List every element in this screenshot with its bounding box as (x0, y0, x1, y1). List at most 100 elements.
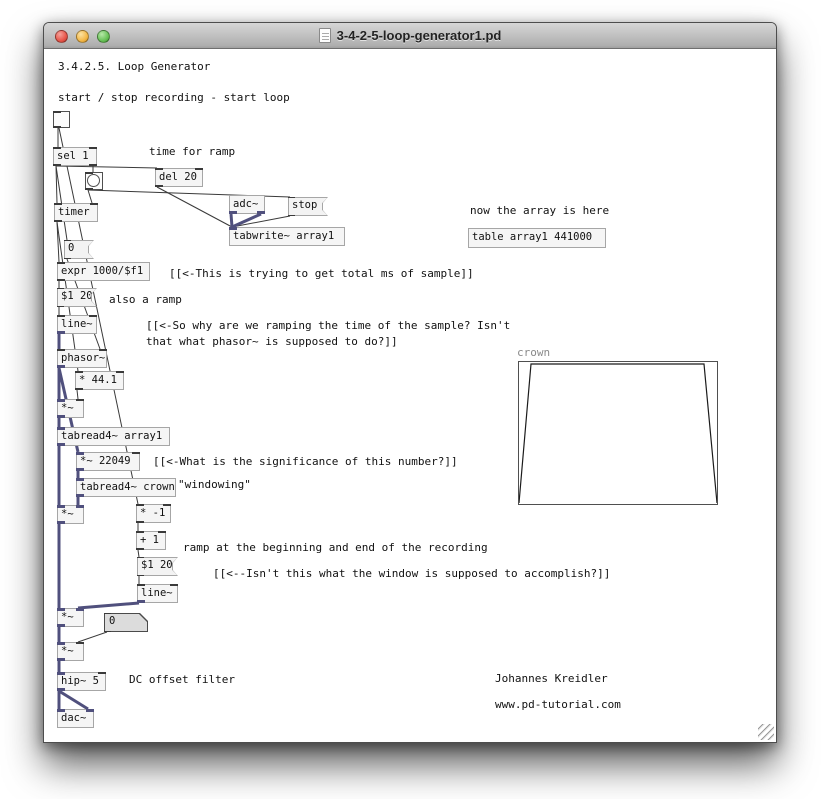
crown-graph-label: crown (517, 346, 551, 359)
start-stop-comment: start / stop recording - start loop (58, 91, 290, 104)
time-for-ramp-comment: time for ramp (149, 145, 236, 158)
dc-offset-comment: DC offset filter (129, 673, 235, 686)
patch-title-comment: 3.4.2.5. Loop Generator (58, 60, 211, 73)
inlet (53, 147, 61, 149)
patch-world: 3.4.2.5. Loop Generator start / stop reco… (44, 50, 776, 742)
inlet-signal (76, 452, 84, 455)
inlet (287, 196, 295, 198)
sig-mul-window: *~ (57, 505, 84, 524)
traffic-lights (44, 23, 110, 49)
outlet (85, 188, 93, 190)
outlet-signal (57, 443, 65, 446)
outlet (136, 548, 144, 550)
tabwrite-object: tabwrite~ array1 (229, 227, 345, 246)
inlet (170, 584, 178, 586)
outlet-signal (57, 658, 65, 661)
inlet (57, 349, 65, 351)
plus-1-object: + 1 (136, 531, 166, 550)
timer-object: timer (54, 203, 98, 222)
inlet (56, 287, 64, 289)
inlet-signal (57, 709, 65, 712)
volume-number-box[interactable]: 0 (104, 613, 148, 632)
message-cord (55, 165, 58, 204)
inlet (155, 168, 163, 170)
patch-canvas[interactable]: 3.4.2.5. Loop Generator start / stop reco… (44, 50, 776, 742)
inlet-signal (57, 672, 65, 675)
phasor-object: phasor~ (57, 349, 107, 368)
hip-object: hip~ 5 (57, 672, 106, 691)
outlet-signal (257, 211, 265, 214)
dac-object: dac~ (57, 709, 94, 728)
outlet (53, 126, 61, 128)
outlet (75, 388, 83, 390)
outlet-signal (229, 211, 237, 214)
inlet (57, 262, 65, 264)
author-comment: Johannes Kreidler (495, 672, 608, 685)
significance-comment: [[<-What is the significance of this num… (153, 455, 458, 468)
inlet (137, 584, 145, 586)
outlet (53, 164, 61, 166)
table-object: table array1 441000 (468, 228, 606, 248)
outlet-signal (57, 624, 65, 627)
inlet (76, 642, 84, 644)
inlet (54, 203, 62, 205)
message-cord (87, 189, 93, 204)
outlet-signal (76, 468, 84, 471)
line-object-2: line~ (137, 584, 178, 603)
resize-grip[interactable] (758, 724, 774, 740)
record-toggle[interactable] (53, 111, 70, 128)
ramp-message-2[interactable]: $1 20 (137, 557, 178, 576)
inlet (85, 172, 93, 174)
inlet-signal (57, 399, 65, 402)
crown-waveform (518, 363, 718, 504)
inlet (63, 239, 71, 241)
isnt-window-comment: [[<--Isn't this what the window is suppo… (213, 567, 611, 580)
inlet (103, 612, 111, 614)
bang-button[interactable] (85, 172, 103, 190)
outlet-signal (57, 365, 65, 368)
why-ramping-comment-2: that what phasor~ is supposed to do?]] (146, 335, 398, 348)
windowing-comment: "windowing" (178, 478, 251, 491)
inlet-signal (86, 709, 94, 712)
adc-object: adc~ (229, 195, 265, 214)
outlet (136, 521, 144, 523)
sel-1-object: sel 1 (53, 147, 97, 166)
message-cord (137, 549, 140, 558)
website-comment: www.pd-tutorial.com (495, 698, 621, 711)
stop-message[interactable]: stop (288, 197, 328, 216)
inlet (89, 315, 97, 317)
inlet (53, 111, 61, 113)
ramp-message-1[interactable]: $1 20 (57, 288, 97, 307)
message-cord (77, 631, 108, 643)
del-20-object: del 20 (155, 168, 203, 187)
also-ramp-comment: also a ramp (109, 293, 182, 306)
total-ms-comment: [[<-This is trying to get total ms of sa… (169, 267, 474, 280)
inlet-signal (229, 227, 237, 230)
signal-cord (58, 689, 89, 711)
minimize-button[interactable] (76, 29, 89, 43)
message-cord (55, 165, 158, 169)
outlet-signal (57, 415, 65, 418)
title-group: 3-4-2-5-loop-generator1.pd (318, 28, 501, 43)
line-object-1: line~ (57, 315, 97, 334)
close-button[interactable] (55, 29, 68, 43)
message-cord (231, 215, 291, 228)
crown-graph (518, 361, 718, 505)
pd-patch-window: 3-4-2-5-loop-generator1.pd 3.4.2.5. Loop… (43, 22, 777, 743)
inlet-signal (76, 478, 84, 481)
inlet-signal (76, 608, 84, 611)
zoom-button[interactable] (97, 29, 110, 43)
inlet (99, 349, 107, 351)
now-array-comment: now the array is here (470, 204, 610, 217)
titlebar[interactable]: 3-4-2-5-loop-generator1.pd (44, 23, 776, 49)
inlet (136, 504, 144, 506)
inlet (116, 371, 124, 373)
sig-mul-3: *~ (57, 642, 84, 661)
inlet (158, 531, 166, 533)
sig-mul-1: *~ (57, 399, 84, 418)
inlet-signal (57, 427, 65, 430)
ramp-begin-end-comment: ramp at the beginning and end of the rec… (183, 541, 488, 554)
inlet (90, 203, 98, 205)
inlet (132, 452, 140, 454)
